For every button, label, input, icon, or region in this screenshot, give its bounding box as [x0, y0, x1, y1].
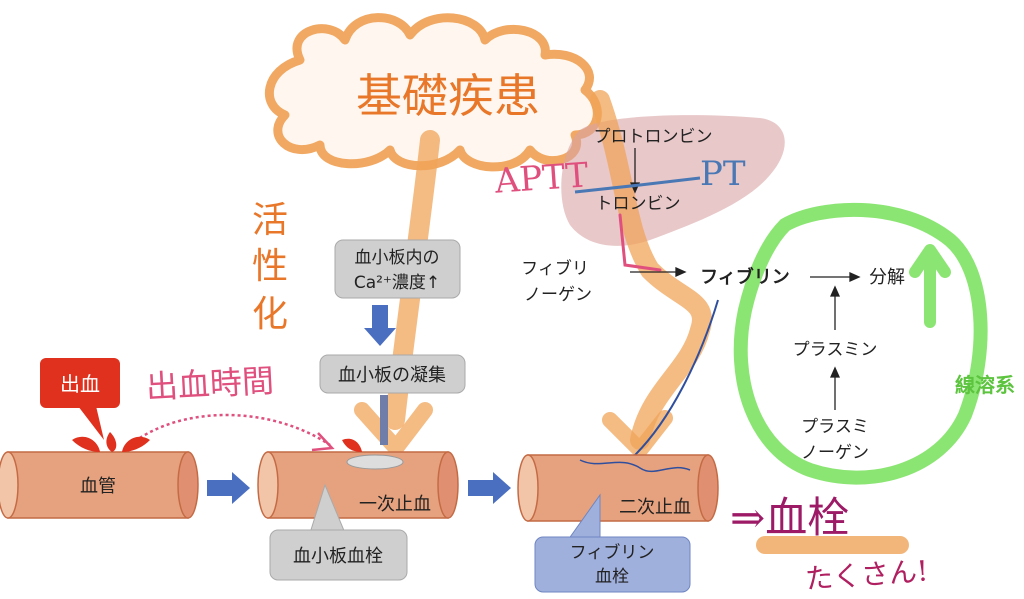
fibrinolysis-circle	[733, 202, 988, 485]
stage-arrows	[207, 305, 511, 504]
platelet-thrombus-callout: 血小板血栓	[269, 483, 408, 581]
conclusion-thrombus: ⇒血栓	[730, 493, 849, 542]
bleeding-time-arrow-icon	[311, 432, 335, 452]
decomposition-label: 分解	[869, 267, 905, 288]
ca-arrow-icon	[364, 305, 396, 346]
fibrinolysis-arrow-icon	[909, 244, 951, 328]
fibrinogen-line1: フィブリ	[521, 258, 589, 279]
aptt-label: APTT	[493, 155, 590, 202]
aptt-red-line	[618, 213, 662, 272]
bleeding-time-label: 出血時間	[145, 362, 275, 407]
platelet-thrombus-label: 血小板血栓	[293, 546, 383, 567]
fibrinogen-line2: ノーゲン	[524, 285, 592, 305]
vessel-3	[517, 454, 719, 522]
plasmin-label: プラスミン	[793, 340, 878, 360]
vessel-2-label: 一次止血	[359, 494, 431, 515]
bleeding-callout: 出血	[40, 358, 120, 440]
fibrin-thrombus-callout: フィブリン 血栓	[534, 493, 691, 593]
aptt-pt-line	[574, 176, 701, 194]
bleeding-time-arc	[129, 413, 331, 447]
platelet-aggregation-label: 血小板の凝集	[338, 365, 446, 386]
platelet-ca-line2: Ca²⁺濃度↑	[354, 273, 440, 293]
fibrinolysis-label: 線溶系	[955, 373, 1015, 397]
fibrin-thrombus-line2: 血栓	[595, 567, 629, 587]
platelet-ca-box: 血小板内の Ca²⁺濃度↑	[334, 239, 461, 299]
platelet-aggregation-box: 血小板の凝集	[319, 354, 466, 394]
activation-char-3: 化	[252, 294, 288, 335]
pt-label: PT	[700, 154, 746, 194]
vessel-1-label: 血管	[80, 476, 116, 497]
activation-char-1: 活	[252, 200, 288, 241]
vessel-2	[257, 451, 459, 519]
activation-vertical: 活 性 化	[252, 200, 288, 335]
thrombin-label: トロンビン	[596, 194, 681, 214]
blood-drops-icon	[72, 432, 362, 452]
activation-char-2: 性	[252, 246, 288, 287]
underlying-disease-title: 基礎疾患	[356, 69, 540, 123]
fibrin-label: フィブリン	[700, 266, 790, 288]
orange-arrow-head-platelet	[354, 402, 433, 456]
conclusion-many: たくさん!	[804, 554, 929, 596]
fibrin-thrombus-line1: フィブリン	[570, 542, 655, 563]
gray-connector	[380, 395, 388, 445]
fibrin-blue-line	[634, 299, 719, 456]
underlying-disease-cloud: 基礎疾患	[264, 13, 602, 172]
stage-arrow-2-icon	[468, 472, 511, 504]
stage-arrow-1-icon	[207, 472, 250, 504]
platelet-ca-line1: 血小板内の	[355, 248, 440, 268]
vessel-1	[0, 451, 199, 519]
vessel-3-label: 二次止血	[619, 497, 691, 518]
plasminogen-line2: ノーゲン	[801, 443, 869, 463]
bleeding-label: 出血	[60, 372, 100, 396]
plasminogen-line1: プラスミ	[801, 417, 869, 437]
prothrombin-label: プロトロンビン	[594, 127, 713, 147]
